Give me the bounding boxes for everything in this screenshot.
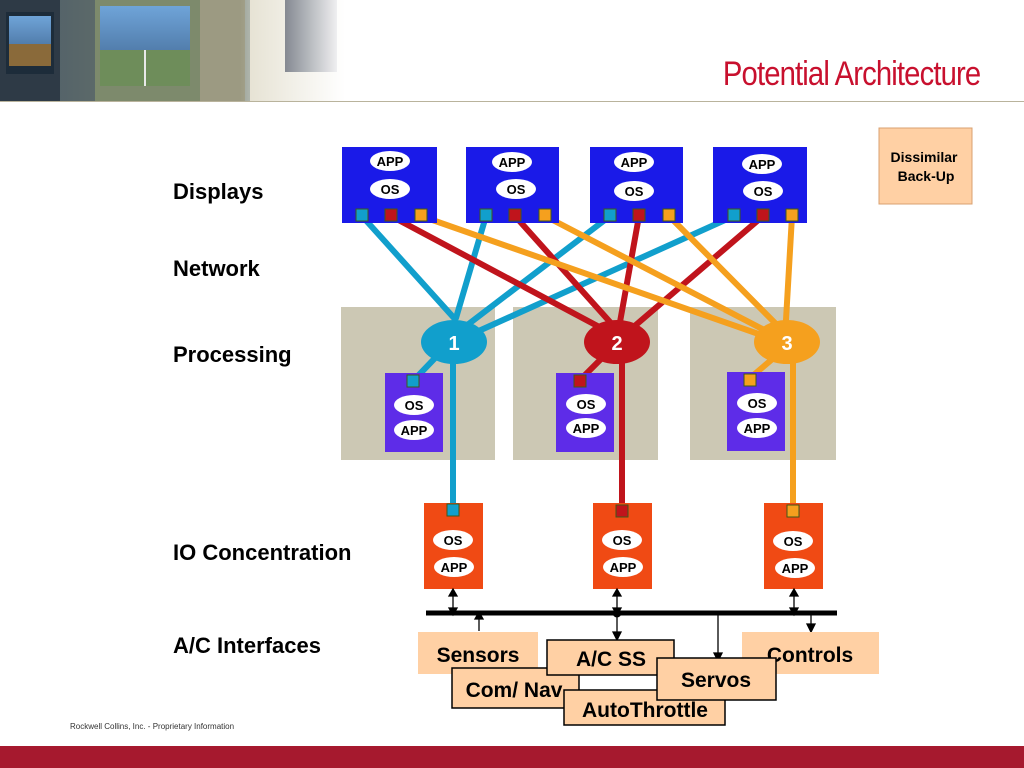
io-3-os: OS [784, 534, 803, 549]
link-orange-d1-p3 [418, 213, 773, 341]
display-unit-4: APP OS [713, 147, 807, 223]
processor-3-label: 3 [781, 333, 792, 355]
processing-module-2: OS APP [556, 373, 614, 452]
link-red-d3-p2 [617, 213, 642, 325]
io-1-app: APP [441, 560, 468, 575]
interface-comnav-label: Com/ Nav [466, 679, 563, 702]
display-4-port-blue [727, 208, 741, 222]
bus-arrows [447, 587, 817, 663]
display-2-port-orange [538, 208, 552, 222]
io-concentrator-1: OS APP [424, 503, 483, 589]
interface-servos: Servos [656, 657, 777, 701]
io-3-port [786, 504, 800, 518]
interface-acss: A/C SS [546, 639, 675, 676]
io-concentrator-2: OS APP [593, 503, 652, 589]
display-2-app: APP [499, 155, 526, 170]
module-2-os: OS [577, 397, 596, 412]
page-title: Potential Architecture [722, 55, 981, 93]
display-1-os: OS [381, 182, 400, 197]
module-1-app: APP [401, 423, 428, 438]
row-label-processing: Processing [173, 342, 292, 367]
interface-boxes: Sensors Controls Com/ Nav A/C SS AutoThr… [418, 632, 879, 726]
processor-node-1: 1 [421, 320, 487, 364]
backup-line-2: Back-Up [898, 168, 955, 184]
link-red-d1-p2 [388, 213, 608, 333]
display-3-app: APP [621, 155, 648, 170]
display-unit-1: APP OS [342, 147, 437, 223]
io-2-port [615, 504, 629, 518]
interface-autothrottle-label: AutoThrottle [582, 699, 708, 722]
interface-servos-label: Servos [681, 669, 751, 692]
module-3-port [743, 373, 757, 387]
processor-1-label: 1 [448, 333, 459, 355]
display-4-os: OS [754, 184, 773, 199]
display-3-port-blue [603, 208, 617, 222]
title-underline [0, 101, 1024, 102]
interface-controls-label: Controls [767, 644, 853, 667]
io-1-port [446, 503, 460, 517]
io-2-os: OS [613, 533, 632, 548]
display-unit-3: APP OS [590, 147, 683, 223]
module-1-port [406, 374, 420, 388]
module-2-app: APP [573, 421, 600, 436]
io-2-app: APP [610, 560, 637, 575]
display-2-port-blue [479, 208, 493, 222]
io-1-os: OS [444, 533, 463, 548]
display-2-os: OS [507, 182, 526, 197]
processing-module-1: OS APP [385, 373, 443, 452]
row-label-network: Network [173, 256, 260, 281]
interface-comnav: Com/ Nav [451, 667, 580, 709]
footer-proprietary-notice: Rockwell Collins, Inc. - Proprietary Inf… [70, 722, 235, 731]
display-unit-2: APP OS [466, 147, 559, 223]
processor-node-3: 3 [754, 320, 820, 364]
row-label-displays: Displays [173, 179, 264, 204]
display-3-port-red [632, 208, 646, 222]
link-blue-d1-p1 [359, 213, 457, 321]
processor-2-label: 2 [611, 333, 622, 355]
row-label-io-concentration: IO Concentration [173, 540, 352, 565]
cockpit-banner-image [0, 0, 345, 102]
processing-module-3: OS APP [727, 372, 785, 451]
dissimilar-backup-box: Dissimilar Back-Up [878, 127, 973, 205]
module-3-os: OS [748, 396, 767, 411]
display-1-port-blue [355, 208, 369, 222]
display-3-os: OS [625, 184, 644, 199]
link-red-d4-p2 [627, 213, 766, 333]
network-links [359, 213, 795, 341]
module-1-os: OS [405, 398, 424, 413]
link-blue-d2-p1 [453, 213, 489, 321]
row-label-ac-interfaces: A/C Interfaces [173, 633, 321, 658]
backup-line-1: Dissimilar [891, 149, 958, 165]
display-1-app: APP [377, 154, 404, 169]
interface-sensors-label: Sensors [437, 644, 520, 667]
io-concentrator-3: OS APP [764, 503, 823, 589]
display-3-port-orange [662, 208, 676, 222]
link-orange-d3-p3 [666, 213, 781, 329]
module-3-app: APP [744, 421, 771, 436]
display-2-port-red [508, 208, 522, 222]
link-orange-d4-p3 [783, 213, 795, 323]
display-4-app: APP [749, 157, 776, 172]
display-4-port-orange [785, 208, 799, 222]
link-red-d2-p2 [512, 213, 613, 325]
footer-bar [0, 746, 1024, 768]
aircraft-bus [426, 587, 837, 663]
link-orange-d2-p3 [542, 213, 775, 337]
display-1-port-red [384, 208, 398, 222]
processor-node-2: 2 [584, 320, 650, 364]
display-4-port-red [756, 208, 770, 222]
interface-sensors: Sensors [418, 632, 538, 674]
module-2-port [573, 374, 587, 388]
io-3-app: APP [782, 561, 809, 576]
interface-acss-label: A/C SS [576, 648, 646, 671]
display-1-port-orange [414, 208, 428, 222]
